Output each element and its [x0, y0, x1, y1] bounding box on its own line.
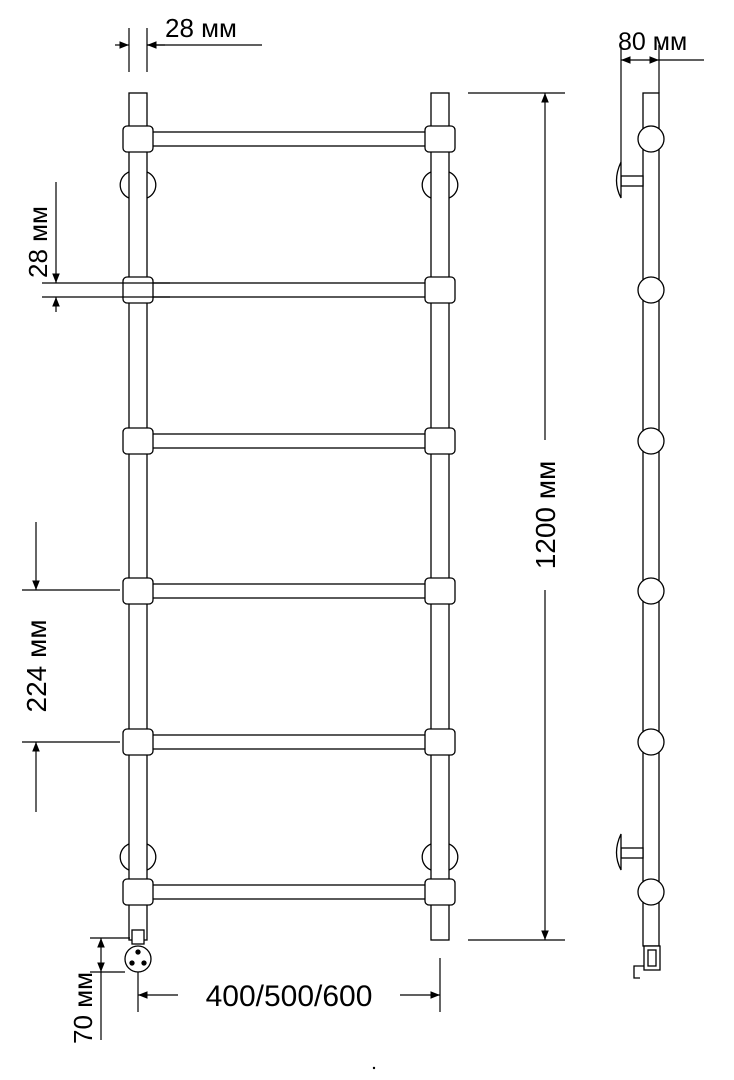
wall-mount [448, 171, 459, 199]
rung [149, 282, 431, 298]
label-bottom-offset: 70 мм [68, 972, 98, 1044]
joint [122, 276, 154, 304]
right-joints [424, 125, 456, 906]
rung [149, 433, 431, 449]
side-vertical-pipe [642, 92, 660, 947]
rung [149, 131, 431, 147]
label-width-options: 400/500/600 [206, 980, 373, 1013]
label-wall-offset: 80 мм [618, 28, 687, 56]
joint [122, 125, 154, 153]
side-rung-end [637, 276, 665, 304]
wall-mount [421, 843, 432, 871]
right-vertical-pipe [430, 92, 450, 941]
label-total-height: 1200 мм [530, 461, 561, 570]
side-view [615, 92, 665, 979]
rung [149, 734, 431, 750]
wall-mount [119, 843, 130, 871]
rungs [149, 131, 431, 900]
label-pipe-diameter-side: 28 мм [23, 206, 53, 278]
side-wall-bracket [615, 833, 644, 871]
joint [424, 276, 456, 304]
wall-mount [421, 171, 432, 199]
side-wall-bracket [615, 161, 644, 199]
dimension-lines [22, 28, 704, 1040]
dim-pipe-diameter-top [115, 28, 262, 72]
side-rung-end [637, 577, 665, 605]
wall-mount [146, 171, 157, 199]
joint [424, 728, 456, 756]
dim-bottom-offset [90, 937, 130, 1040]
wall-mount [119, 171, 130, 199]
dim-pipe-diameter-side [42, 182, 170, 312]
joint [424, 125, 456, 153]
label-pipe-diameter-top: 28 мм [165, 13, 237, 43]
rung [149, 583, 431, 599]
wall-mounts-front [119, 171, 459, 871]
label-rung-spacing: 224 мм [21, 620, 52, 713]
dim-wall-offset [620, 45, 704, 162]
side-rung-end [637, 728, 665, 756]
dimension-labels: 28 мм 80 мм 28 мм 1200 мм 224 мм 70 мм 4… [21, 13, 687, 1044]
joint [424, 577, 456, 605]
stray-dot [372, 1066, 376, 1070]
rung [149, 884, 431, 900]
heating-element-connector [124, 929, 152, 973]
dim-total-height [468, 92, 565, 941]
side-rung-end [637, 878, 665, 906]
wall-mount [448, 843, 459, 871]
dim-rung-spacing [22, 522, 120, 812]
joint [122, 728, 154, 756]
joint [122, 427, 154, 455]
side-connector [633, 945, 661, 979]
side-rung-end [637, 125, 665, 153]
side-rung-end [637, 427, 665, 455]
joint [424, 878, 456, 906]
joint [122, 577, 154, 605]
dim-width [137, 958, 441, 1012]
joint [122, 878, 154, 906]
left-vertical-pipe [128, 92, 148, 941]
wall-mount [146, 843, 157, 871]
joint [424, 427, 456, 455]
front-view [119, 92, 459, 973]
